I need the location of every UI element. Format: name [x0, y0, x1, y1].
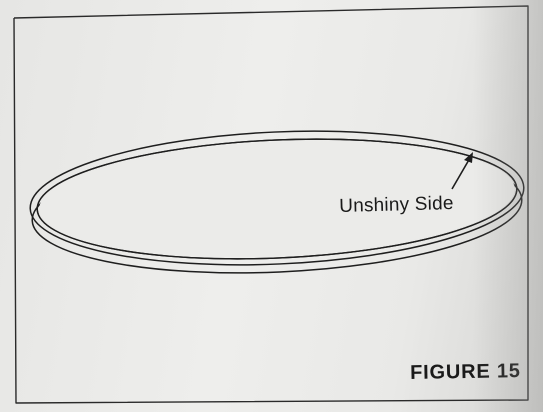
figure-frame — [13, 5, 529, 404]
belt-outer-edge — [29, 130, 525, 266]
callout-arrow — [451, 152, 473, 190]
figure-caption: FIGURE 15 — [410, 360, 521, 384]
callout-label: Unshiny Side — [339, 193, 454, 217]
